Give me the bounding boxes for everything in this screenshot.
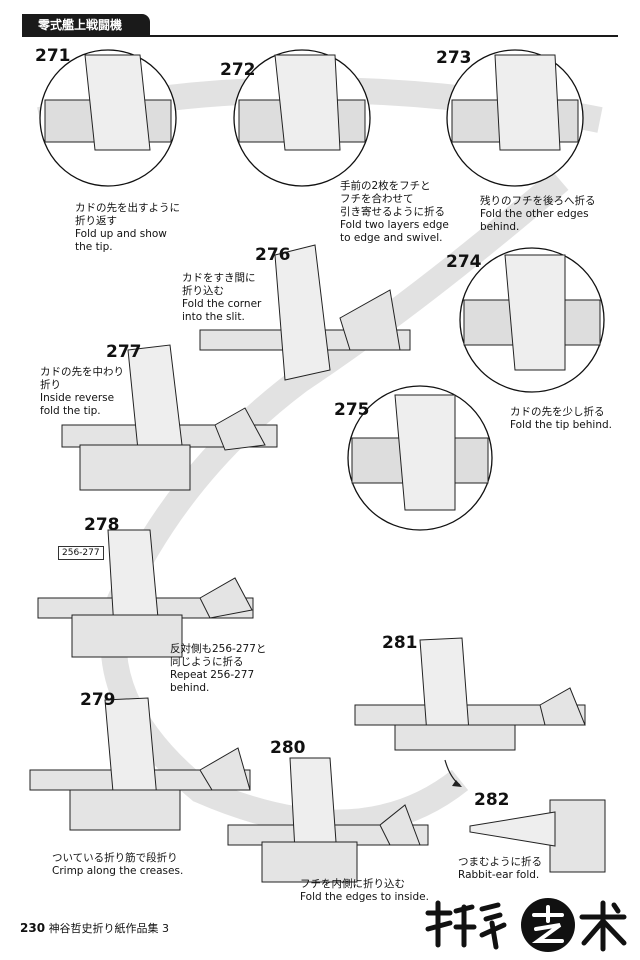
repeat-reference-box: 256-277 bbox=[58, 546, 104, 560]
watermark-logo bbox=[425, 898, 627, 952]
step-274-caption: カドの先を少し折る Fold the tip behind. bbox=[510, 406, 612, 431]
step-272-caption: 手前の2枚をフチと フチを合わせて 引き寄せるように折る Fold two la… bbox=[340, 180, 449, 244]
step-number-272: 272 bbox=[220, 60, 256, 80]
header-rule bbox=[22, 35, 618, 37]
page-footer: 230 神谷哲史折り紙作品集 3 bbox=[20, 920, 169, 936]
step-number-281: 281 bbox=[382, 633, 418, 653]
step-279-caption: ついている折り筋で段折り Crimp along the creases. bbox=[52, 852, 184, 877]
step-number-282: 282 bbox=[474, 790, 510, 810]
step-280-caption: フチを内側に折り込む Fold the edges to inside. bbox=[300, 878, 429, 903]
page-number: 230 bbox=[20, 921, 46, 935]
book-title: 神谷哲史折り紙作品集 3 bbox=[48, 922, 170, 935]
step-number-277: 277 bbox=[106, 342, 142, 362]
step-276-caption: カドをすき間に 折り込む Fold the corner into the sl… bbox=[182, 272, 262, 323]
step-number-279: 279 bbox=[80, 690, 116, 710]
step-271-caption: カドの先を出すように 折り返す Fold up and show the tip… bbox=[75, 202, 180, 253]
step-278-caption: 反対側も256-277と 同じように折る Repeat 256-277 behi… bbox=[170, 643, 267, 694]
step-number-273: 273 bbox=[436, 48, 472, 68]
step-number-276: 276 bbox=[255, 245, 291, 265]
step-number-275: 275 bbox=[334, 400, 370, 420]
chapter-title: 零式艦上戦闘機 bbox=[22, 14, 150, 36]
step-282-caption: つまむように折る Rabbit-ear fold. bbox=[458, 856, 542, 881]
step-number-271: 271 bbox=[35, 46, 71, 66]
step-277-caption: カドの先を中わり 折り Inside reverse fold the tip. bbox=[40, 366, 124, 417]
step-273-caption: 残りのフチを後ろへ折る Fold the other edges behind. bbox=[480, 195, 596, 233]
step-number-278: 278 bbox=[84, 515, 120, 535]
step-number-280: 280 bbox=[270, 738, 306, 758]
step-number-274: 274 bbox=[446, 252, 482, 272]
